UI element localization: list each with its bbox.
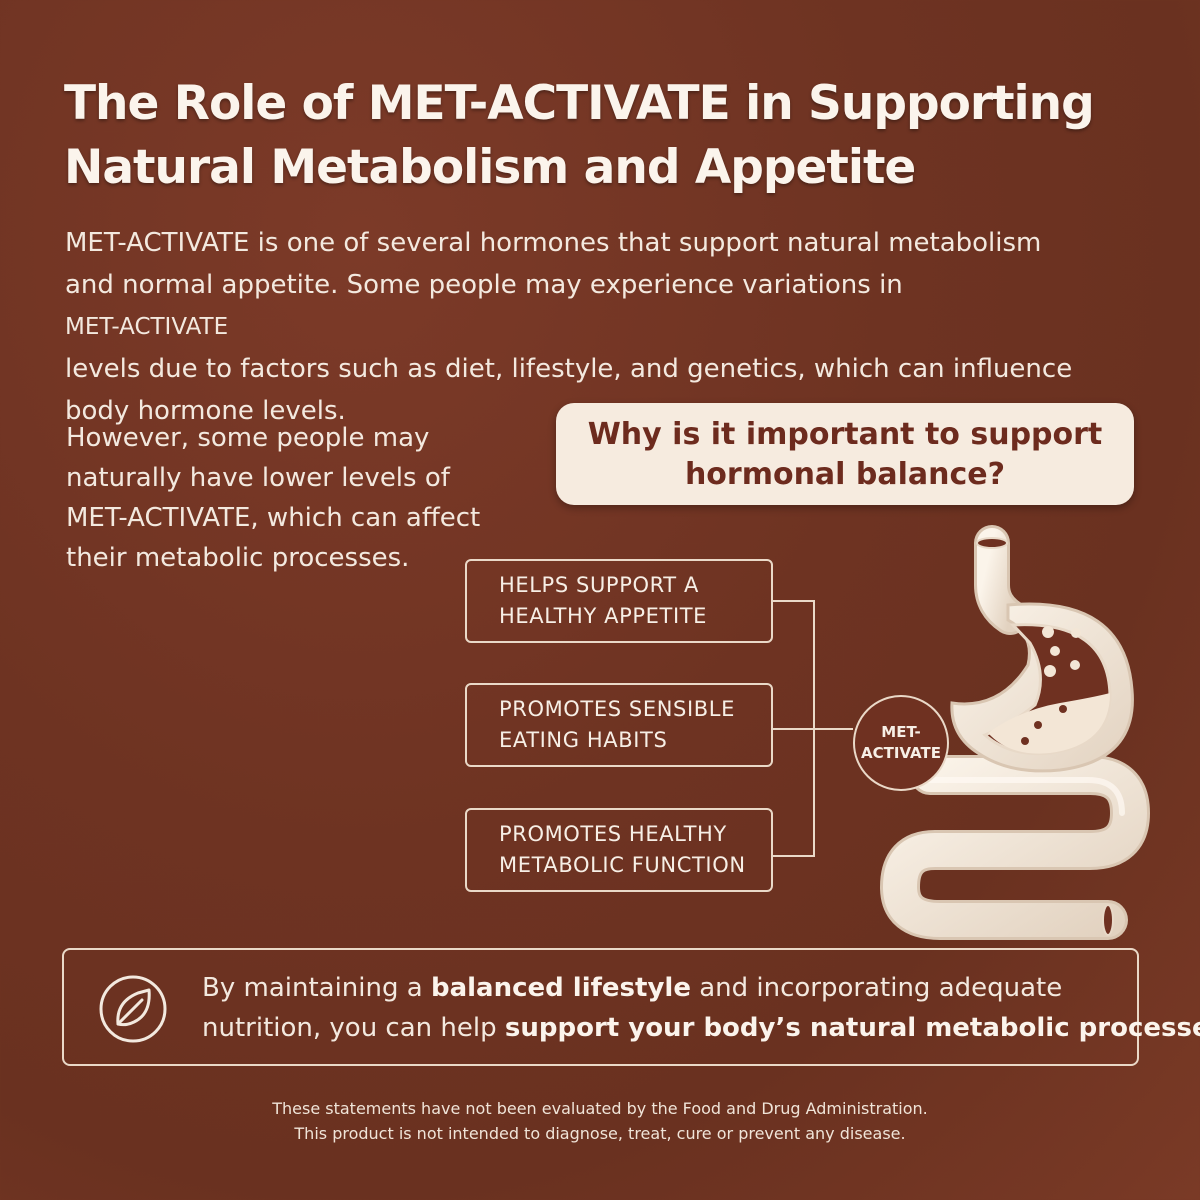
question-heading: Why is it important to support hormonal …	[556, 415, 1134, 495]
benefit-box-appetite: HELPS SUPPORT A HEALTHY APPETITE	[465, 559, 773, 643]
however-line-3: MET-ACTIVATE, which can affect	[66, 503, 481, 533]
page-title: The Role of MET-ACTIVATE in Supporting N…	[64, 72, 1164, 200]
intro-line-2: and normal appetite. Some people may exp…	[65, 264, 1155, 348]
intro-line-3: levels due to factors such as diet, life…	[65, 354, 1073, 384]
closing-text: By maintaining a	[202, 973, 431, 1003]
disclaimer-line-1: These statements have not been evaluated…	[272, 1099, 928, 1118]
closing-statement: By maintaining a balanced lifestyle and …	[202, 968, 1200, 1048]
benefit-box-eating-habits: PROMOTES SENSIBLE EATING HABITS	[465, 683, 773, 767]
stomach-intestine-icon	[880, 525, 1150, 940]
closing-text: nutrition, you can help	[202, 1013, 505, 1043]
intro-line-2a: and normal appetite. Some people may exp…	[65, 270, 903, 300]
question-line-2: hormonal balance?	[684, 457, 1006, 492]
fda-disclaimer: These statements have not been evaluated…	[0, 1096, 1200, 1146]
title-line-2: Natural Metabolism and Appetite	[64, 140, 916, 195]
benefit-box-metabolic-function: PROMOTES HEALTHY METABOLIC FUNCTION	[465, 808, 773, 892]
benefit-label: HELPS SUPPORT A HEALTHY APPETITE	[499, 573, 708, 628]
closing-emphasis: balanced lifestyle	[430, 973, 691, 1003]
question-box: Why is it important to support hormonal …	[556, 403, 1134, 505]
intro-line-1: MET-ACTIVATE is one of several hormones …	[65, 228, 1042, 258]
however-line-1: However, some people may	[66, 423, 430, 453]
benefit-label: PROMOTES HEALTHY METABOLIC FUNCTION	[499, 822, 746, 877]
closing-emphasis: support your body’s natural metabolic pr…	[504, 1013, 1200, 1043]
leaf-icon	[98, 974, 168, 1044]
closing-line-2: nutrition, you can help support your bod…	[202, 1008, 1200, 1048]
question-line-1: Why is it important to support	[587, 417, 1103, 452]
however-paragraph: However, some people may naturally have …	[66, 418, 526, 578]
connector-bracket	[773, 600, 815, 857]
intro-line-4: body hormone levels.	[65, 396, 346, 426]
intro-line-2b: MET-ACTIVATE	[65, 314, 229, 340]
however-line-4: their metabolic processes.	[66, 543, 410, 573]
intro-paragraph: MET-ACTIVATE is one of several hormones …	[65, 222, 1155, 432]
disclaimer-line-2: This product is not intended to diagnose…	[294, 1124, 906, 1143]
closing-statement-box: By maintaining a balanced lifestyle and …	[62, 948, 1200, 1066]
closing-line-1: By maintaining a balanced lifestyle and …	[202, 968, 1127, 1008]
hub-label: MET- ACTIVATE	[861, 723, 941, 762]
title-line-1: The Role of MET-ACTIVATE in Supporting	[64, 76, 1095, 131]
benefit-label: PROMOTES SENSIBLE EATING HABITS	[499, 697, 735, 752]
met-activate-hub: MET- ACTIVATE	[853, 695, 949, 791]
closing-text: and incorporating adequate	[690, 973, 1063, 1003]
however-line-2: naturally have lower levels of	[66, 463, 450, 493]
